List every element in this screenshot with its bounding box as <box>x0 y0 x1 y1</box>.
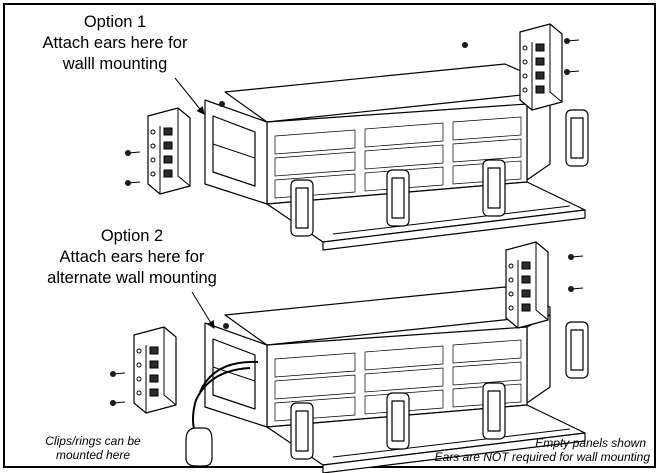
option1-label: Option 1 Attach ears here for walll moun… <box>25 12 205 75</box>
option2-arrow <box>191 291 215 329</box>
notes-caption: Empty panels shown Ears are NOT required… <box>360 436 652 464</box>
option2-label: Option 2 Attach ears here for alternate … <box>22 226 242 289</box>
upper-chassis <box>124 23 589 250</box>
clips-caption-line1: Clips/rings can be <box>45 434 141 448</box>
lower-chassis <box>109 241 589 473</box>
ears-not-required-note: Ears are NOT required for wall mounting <box>434 450 650 464</box>
clips-caption-line2: mounted here <box>55 448 131 462</box>
option1-line2: Attach ears here for <box>42 34 188 52</box>
clips-caption: Clips/rings can be mounted here <box>28 434 158 462</box>
option2-line3: alternate wall mounting <box>47 269 217 287</box>
empty-panels-note: Empty panels shown <box>535 436 646 450</box>
option2-line2: Attach ears here for <box>59 248 205 266</box>
option1-arrow <box>174 77 205 115</box>
option2-title: Option 2 <box>100 227 164 245</box>
option1-line3: walll mounting <box>62 55 168 73</box>
option1-title: Option 1 <box>83 13 147 31</box>
